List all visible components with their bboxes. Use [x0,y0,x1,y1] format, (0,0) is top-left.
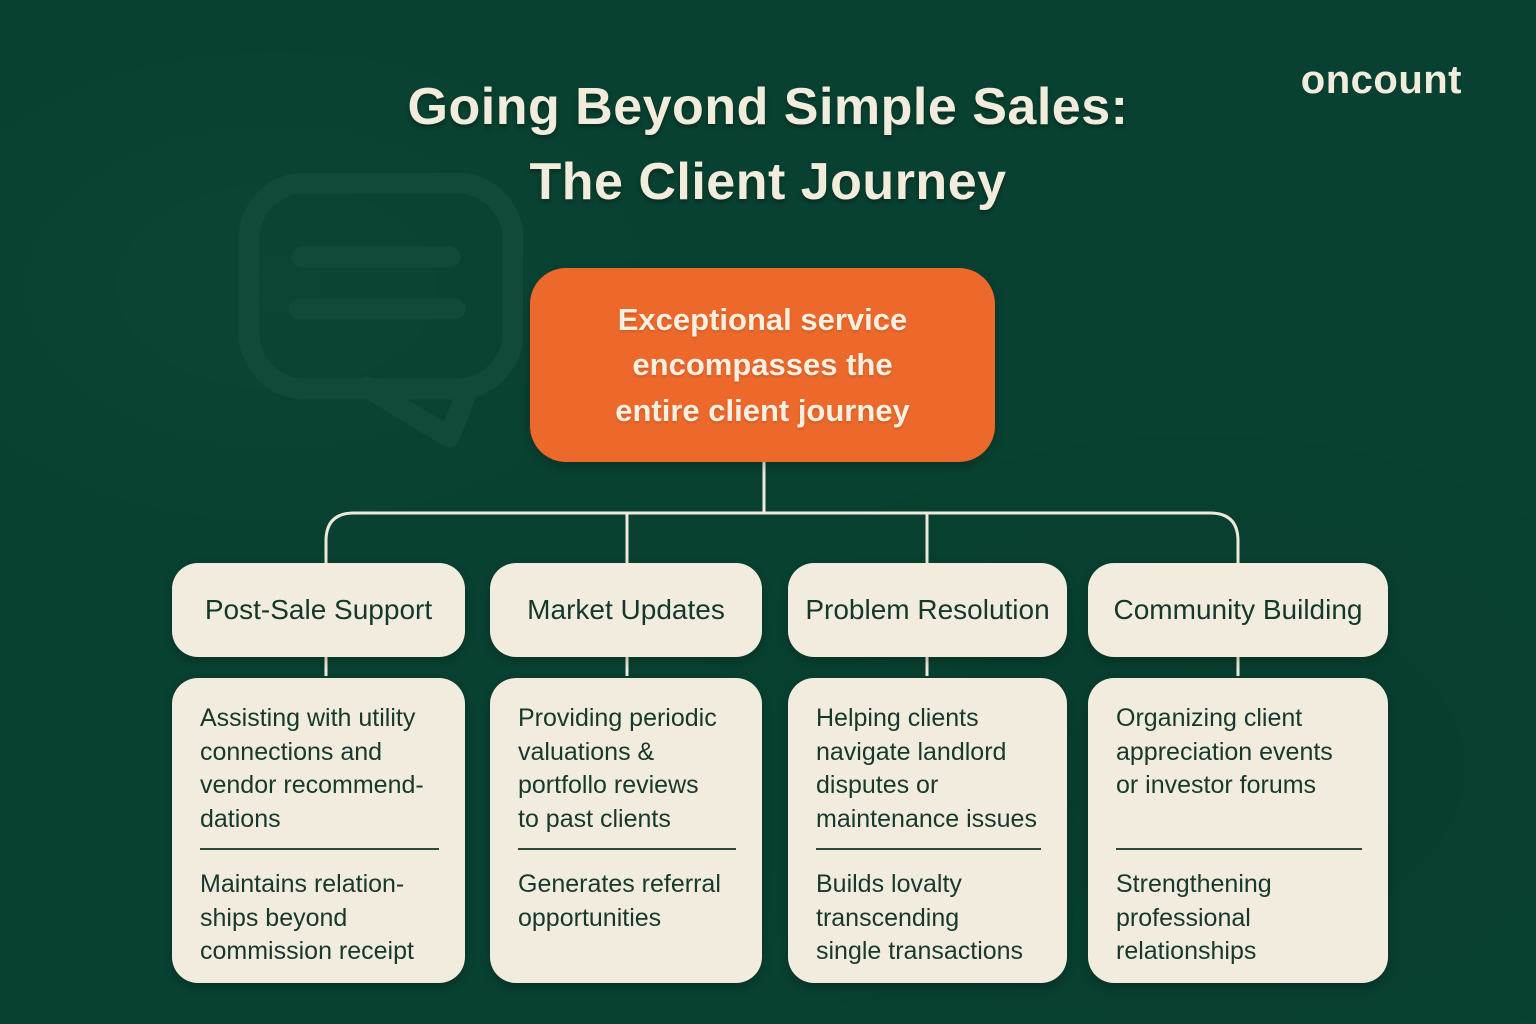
card-divider [518,848,736,850]
card-divider [1116,848,1362,850]
page-title: Going Beyond Simple Sales: The Client Jo… [0,70,1536,220]
card-divider [816,848,1041,850]
page-title-line2: The Client Journey [529,152,1007,211]
speech-bubble-icon [238,173,523,448]
card-point-2: Builds lovalty transcending single trans… [816,870,1024,965]
column-header-market-updates: Market Updates [490,563,762,657]
column-header-label: Post-Sale Support [204,594,433,625]
column-header-label: Community Building [1113,594,1363,625]
card-point-1: Providing periodic valuations & portfoll… [518,704,717,833]
column-header-community-building: Community Building [1088,563,1388,657]
detail-card-community-building: Organizing client appreciation events or… [1088,678,1388,983]
card-point-2: Generates referral opportunities [518,870,721,932]
detail-card-problem-resolution: Helping clients navigate landlord disput… [788,678,1067,983]
root-node-label: Exceptional service encompasses the enti… [615,301,910,428]
card-divider [200,848,439,850]
root-node: Exceptional service encompasses the enti… [530,268,995,462]
card-point-1: Assisting with utility connections and v… [200,704,424,833]
detail-card-market-updates: Providing periodic valuations & portfoll… [490,678,762,983]
column-header-label: Market Updates [527,594,725,625]
brand-logo: oncount [1300,58,1462,102]
card-point-1: Organizing client appreciation events or… [1116,704,1333,799]
column-header-post-sale-support: Post-Sale Support [172,563,465,657]
card-point-2: Strengthening professional relationships [1116,870,1272,965]
column-header-label: Problem Resolution [805,594,1050,625]
card-point-2: Maintains relation- ships beyond commiss… [200,870,414,965]
detail-card-post-sale-support: Assisting with utility connections and v… [172,678,465,983]
column-header-problem-resolution: Problem Resolution [788,563,1067,657]
page-title-line1: Going Beyond Simple Sales: [407,78,1129,136]
card-point-1: Helping clients navigate landlord disput… [816,704,1037,833]
